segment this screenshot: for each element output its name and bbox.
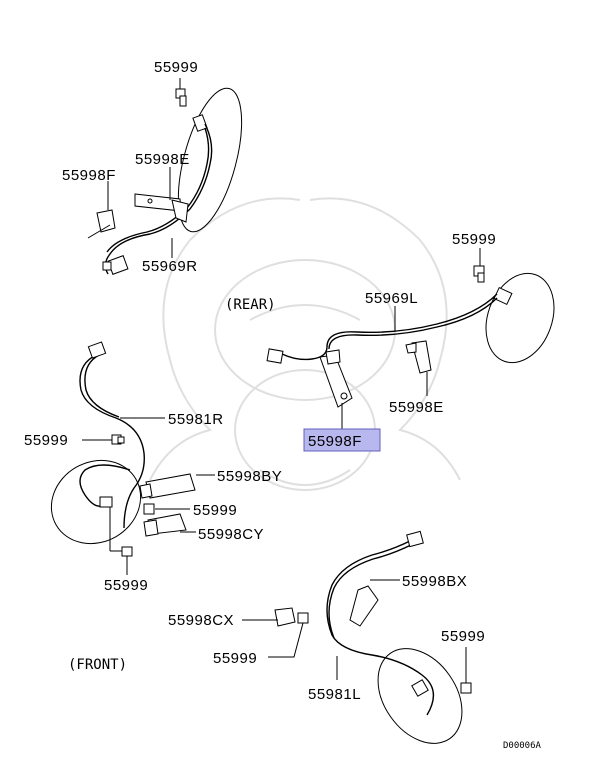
bracket-icon [139, 473, 196, 499]
wheel-speed-sensor-icon [99, 496, 113, 508]
label-55969R[interactable]: 55969R [142, 258, 198, 275]
bracket-icon [274, 607, 296, 627]
front-right-rotor [50, 459, 142, 545]
front-left-rotor [377, 648, 463, 744]
label-55998E-right[interactable]: 55998E [389, 399, 444, 416]
label-55998F-selected[interactable]: 55998F [308, 433, 362, 450]
label-55998BX[interactable]: 55998BX [402, 573, 467, 590]
rear-left-assembly [266, 248, 555, 429]
label-55999-left[interactable]: 55999 [24, 432, 68, 449]
label-55998F-top[interactable]: 55998F [62, 167, 116, 184]
bolt-icon [121, 546, 133, 557]
label-55998E-top[interactable]: 55998E [135, 151, 190, 168]
label-55999-lower-right[interactable]: 55999 [441, 628, 485, 645]
front-right-assembly [50, 341, 215, 575]
connector-icon [87, 341, 107, 359]
label-55999-right[interactable]: 55999 [452, 231, 496, 248]
label-55981R[interactable]: 55981R [168, 411, 224, 428]
rear-left-rotor [485, 272, 555, 364]
bracket-icon [349, 585, 379, 627]
connector-icon [266, 348, 284, 364]
clip-icon [87, 209, 116, 239]
label-55998CX[interactable]: 55998CX [168, 612, 234, 629]
label-55999-lower-mid[interactable]: 55999 [213, 650, 257, 667]
label-55998BY[interactable]: 55998BY [217, 468, 282, 485]
connector-icon [406, 530, 424, 548]
wheel-speed-sensor-icon [192, 114, 208, 132]
bracket-icon [405, 340, 432, 374]
label-rear: (REAR) [225, 297, 276, 313]
bolt-icon [297, 612, 309, 624]
label-55999-mid[interactable]: 55999 [193, 502, 237, 519]
label-55999-top[interactable]: 55999 [154, 59, 198, 76]
wheel-speed-sensor-icon [493, 286, 513, 306]
rear-right-assembly [87, 78, 243, 275]
selected-part-highlight [303, 428, 381, 452]
connector-icon [102, 255, 129, 275]
label-55981L[interactable]: 55981L [308, 686, 361, 703]
diagram-code: D00006A [503, 741, 542, 751]
front-left-assembly [242, 530, 472, 744]
bolt-icon [175, 88, 187, 107]
clip-icon [319, 349, 353, 408]
bracket-icon [143, 513, 187, 537]
label-front: (FRONT) [68, 657, 127, 673]
bolt-icon [473, 265, 485, 283]
label-55998CY[interactable]: 55998CY [198, 526, 264, 543]
label-55969L[interactable]: 55969L [365, 290, 418, 307]
rear-right-rotor [177, 87, 243, 233]
bolt-icon [460, 682, 472, 694]
wheel-speed-sensor-icon [411, 679, 429, 697]
bolt-icon [143, 503, 155, 515]
bracket-icon [134, 193, 189, 223]
bolt-icon [111, 434, 125, 445]
watermark-logo [149, 197, 461, 491]
label-55999-bottom-left[interactable]: 55999 [104, 577, 148, 594]
